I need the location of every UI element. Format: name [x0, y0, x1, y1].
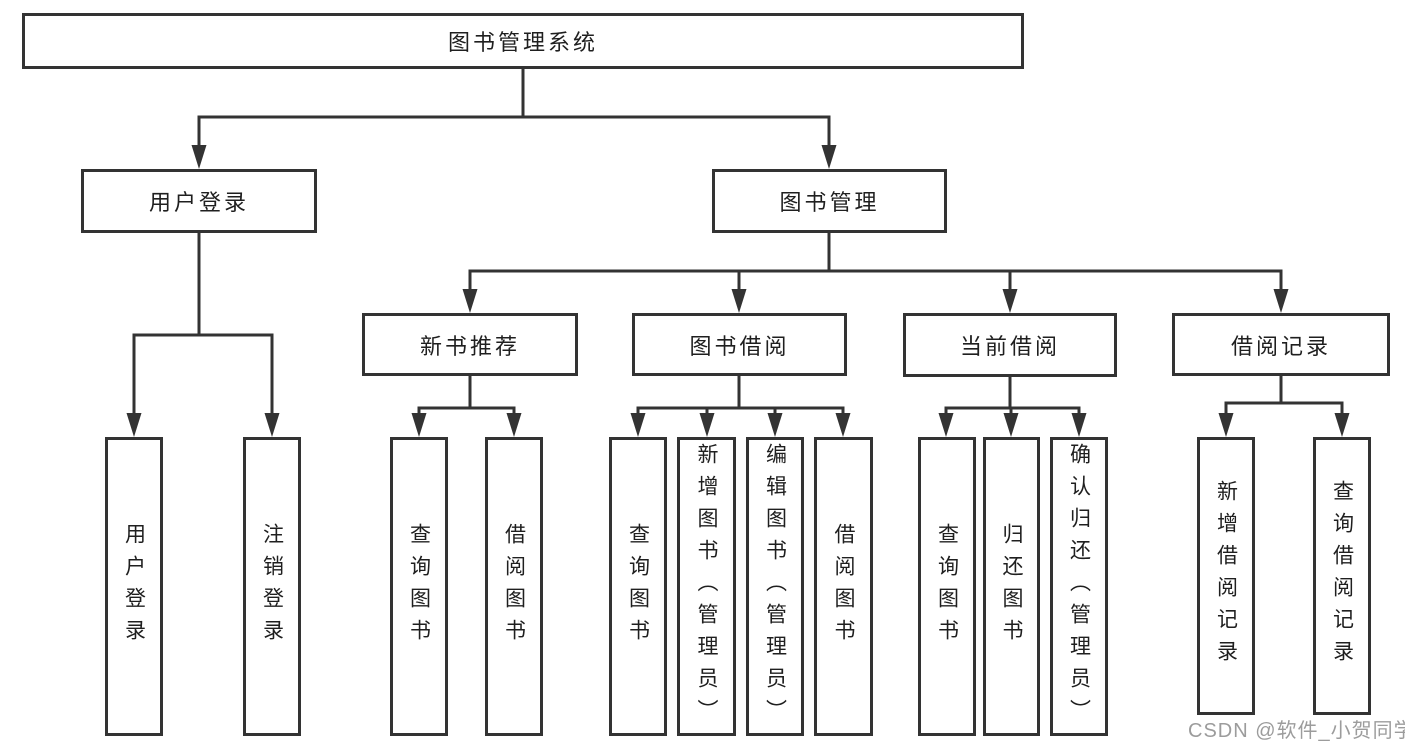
- leaf-label: 新增借阅记录: [1214, 480, 1238, 672]
- node-user-login: 用户登录: [81, 169, 317, 233]
- leaf-label: 借阅图书: [502, 522, 526, 651]
- leaf-query-book-borrow: 查询图书: [609, 437, 667, 736]
- node-label: 新书推荐: [419, 333, 520, 359]
- node-label: 借阅记录: [1230, 333, 1331, 359]
- leaf-label: 用户登录: [122, 522, 146, 651]
- leaf-label: 编辑图书（管理员）: [763, 442, 787, 731]
- leaf-label: 新增图书（管理员）: [695, 442, 718, 731]
- leaf-user-login: 用户登录: [105, 437, 163, 736]
- leaf-confirm-return-admin: 确认归还（管理员）: [1050, 437, 1108, 736]
- leaf-label: 借阅图书: [832, 522, 855, 651]
- node-label: 图书管理系统: [447, 30, 598, 55]
- watermark: CSDN @软件_小贺同学: [1188, 720, 1405, 742]
- leaf-add-borrow-record: 新增借阅记录: [1197, 437, 1255, 715]
- leaf-add-book-admin: 新增图书（管理员）: [677, 437, 736, 736]
- node-label: 用户登录: [148, 190, 249, 215]
- node-label: 图书管理: [779, 190, 880, 215]
- leaf-query-book-current: 查询图书: [918, 437, 976, 736]
- leaf-label: 查询借阅记录: [1330, 480, 1354, 672]
- node-borrow-records: 借阅记录: [1172, 313, 1390, 376]
- node-current-borrow: 当前借阅: [903, 313, 1117, 377]
- leaf-borrow-book-recommend: 借阅图书: [485, 437, 543, 736]
- node-label: 当前借阅: [959, 334, 1060, 359]
- leaf-edit-book-admin: 编辑图书（管理员）: [746, 437, 804, 736]
- leaf-label: 查询图书: [935, 522, 959, 651]
- node-new-book-recommend: 新书推荐: [362, 313, 578, 376]
- node-label: 图书借阅: [689, 333, 790, 359]
- leaf-label: 确认归还（管理员）: [1067, 442, 1091, 731]
- leaf-label: 注销登录: [260, 522, 284, 651]
- node-root-system: 图书管理系统: [22, 13, 1024, 69]
- leaf-borrow-book: 借阅图书: [814, 437, 873, 736]
- leaf-label: 查询图书: [626, 522, 650, 651]
- node-book-borrow: 图书借阅: [632, 313, 847, 376]
- node-book-management: 图书管理: [712, 169, 947, 233]
- leaf-label: 归还图书: [1000, 522, 1023, 651]
- leaf-return-book: 归还图书: [983, 437, 1040, 736]
- leaf-logout: 注销登录: [243, 437, 301, 736]
- leaf-query-book-recommend: 查询图书: [390, 437, 448, 736]
- leaf-query-borrow-record: 查询借阅记录: [1313, 437, 1371, 715]
- leaf-label: 查询图书: [407, 522, 431, 651]
